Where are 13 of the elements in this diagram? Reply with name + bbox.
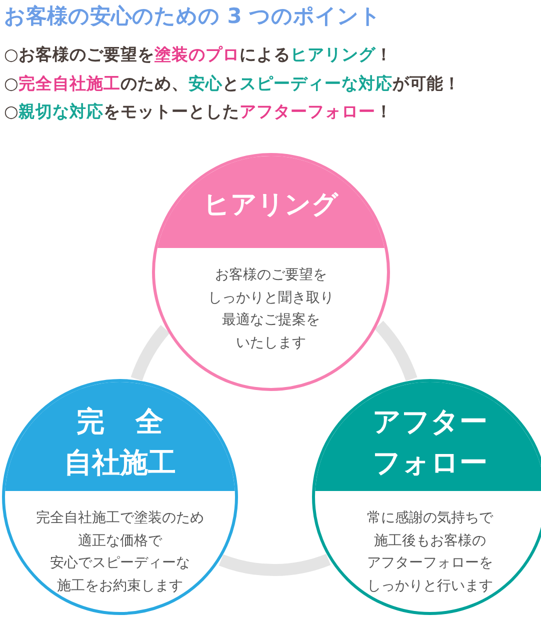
circle-heading: ヒアリング bbox=[155, 156, 387, 248]
ring-connector bbox=[374, 321, 418, 382]
circle-heading: 完全自社施工 bbox=[5, 382, 235, 491]
bullet-point: ○お客様のご要望を塗装のプロによるヒアリング！ bbox=[4, 44, 392, 66]
description-text: お客様のご要望をしっかりと聞き取り最適なご提案をいたします bbox=[207, 266, 335, 352]
heading: お客様の安心のための 3 つのポイント bbox=[4, 3, 382, 30]
ring-connector bbox=[130, 325, 170, 382]
description-text: 常に感謝の気持ちで施工後もお客様のアフターフォローをしっかりと行います bbox=[366, 509, 494, 596]
description-text: 完全自社施工で塗装のため適正な価格で安心でスピーディーな施工をお約束します bbox=[35, 509, 205, 596]
bullet-point: ○完全自社施工のため、安心とスピーディーな対応が可能！ bbox=[4, 73, 460, 95]
circle-heading: アフターフォロー bbox=[315, 382, 541, 491]
bullet-point: ○親切な対応をモットーとしたアフターフォロー！ bbox=[4, 101, 392, 123]
ring-connector bbox=[219, 554, 330, 576]
